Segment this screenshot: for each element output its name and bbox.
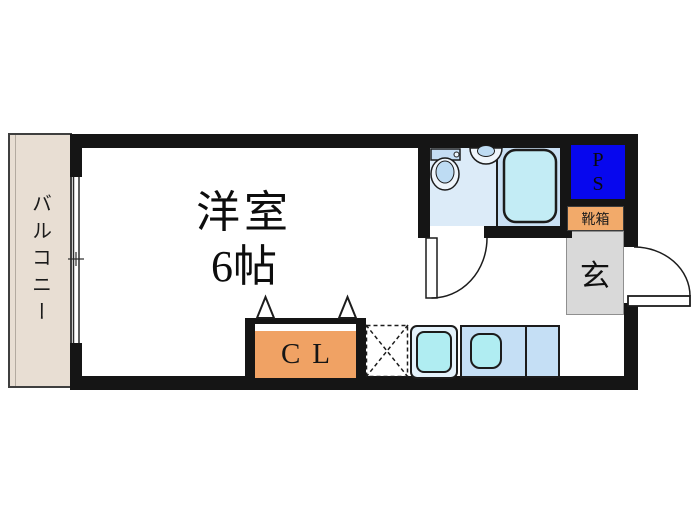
wall-right-lower — [624, 303, 638, 376]
kitchen-sink-basin — [416, 331, 452, 373]
bathroom-door-swing-arc — [431, 237, 488, 299]
bathroom-bottom-wall — [484, 226, 572, 238]
closet-door-triangle-right — [337, 294, 358, 319]
appliance-space-dashed-box — [365, 324, 409, 378]
balcony-label: バルコニー — [28, 193, 51, 328]
entrance-door-swing-arc — [633, 246, 691, 297]
room-label: 洋室 6帖 — [144, 186, 344, 294]
ps-label-p: P — [592, 149, 604, 171]
bathroom-tub-zone — [498, 148, 560, 226]
shoebox-area: 靴箱 — [567, 206, 624, 231]
wall-top — [70, 134, 638, 148]
bathroom-toilet-zone — [430, 148, 496, 226]
genkan-area: 玄 — [566, 231, 624, 315]
balcony-rail-line — [15, 135, 16, 386]
ps-label-s: S — [592, 173, 604, 195]
closet-area: CL — [255, 331, 356, 378]
closet-top-strip — [255, 324, 356, 331]
window-opening — [72, 177, 82, 343]
room-name: 洋室 — [196, 188, 292, 237]
kitchen-burner — [470, 333, 502, 369]
bathroom-door-leaf — [425, 237, 438, 299]
ps-area: P S — [571, 145, 625, 199]
bathroom-left-wall — [418, 148, 430, 238]
genkan-label: 玄 — [580, 260, 610, 293]
appliance-space-x-mark — [365, 324, 409, 378]
wall-left-upper — [70, 148, 82, 177]
bathroom-zone-divider — [496, 148, 498, 226]
kitchen-counter-divider — [525, 325, 527, 378]
closet-door-triangle-left — [255, 294, 276, 319]
room-size: 6帖 — [211, 242, 277, 291]
balcony-area: バルコニー — [8, 133, 72, 388]
closet-label: CL — [280, 338, 343, 370]
shoebox-label: 靴箱 — [581, 212, 610, 228]
wall-left-lower — [70, 343, 82, 376]
